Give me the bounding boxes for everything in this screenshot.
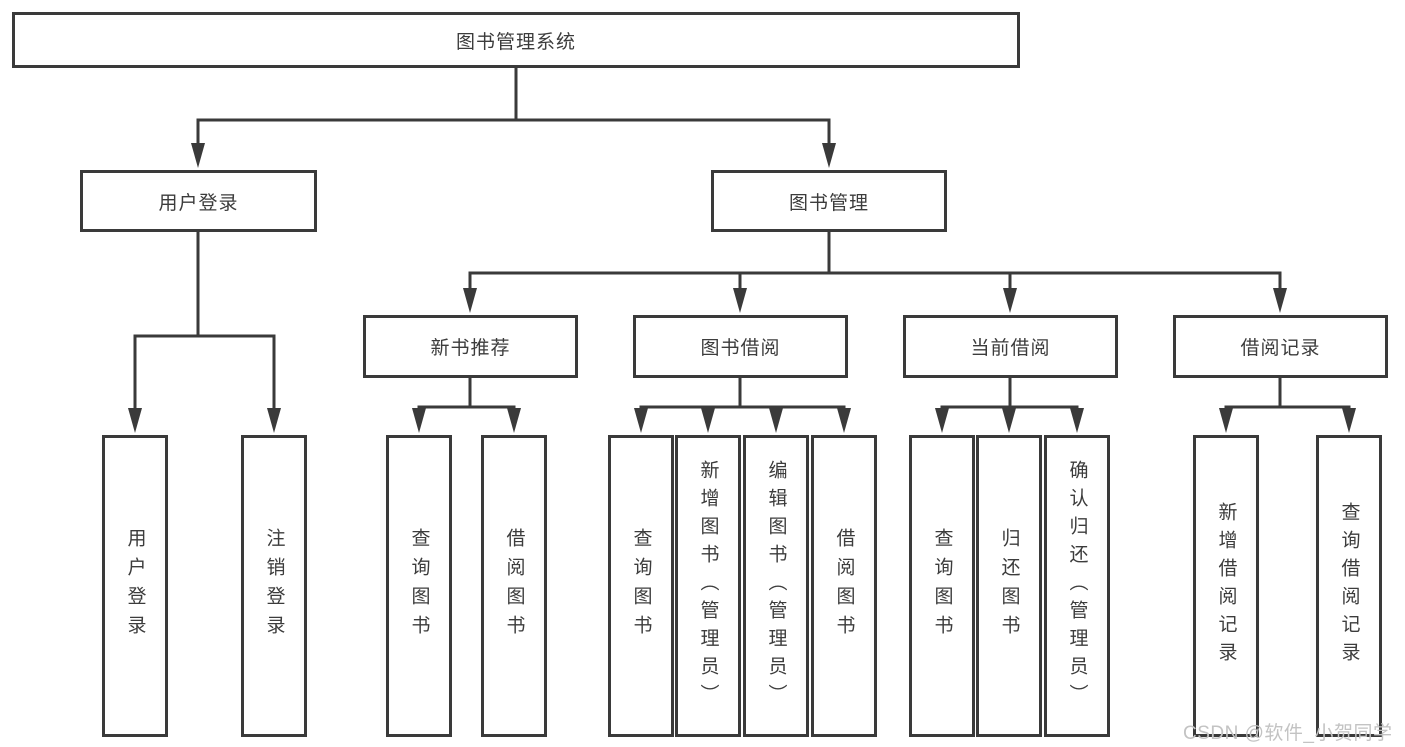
leaf-borrow-books: 借阅图书	[811, 435, 877, 737]
leaf-edit-books-admin: 编辑图书（管理员）	[743, 435, 809, 737]
node-library-management-system: 图书管理系统	[12, 12, 1020, 68]
leaf-borrow-books-recommend: 借阅图书	[481, 435, 547, 737]
node-user-login: 用户登录	[80, 170, 317, 232]
node-current-borrowing: 当前借阅	[903, 315, 1118, 378]
node-borrowing-records: 借阅记录	[1173, 315, 1388, 378]
leaf-query-books-recommend: 查询图书	[386, 435, 452, 737]
csdn-watermark: CSDN @软件_小贺同学	[1183, 723, 1393, 744]
leaf-query-books-current: 查询图书	[909, 435, 975, 737]
node-book-borrowing: 图书借阅	[633, 315, 848, 378]
leaf-query-borrow-record: 查询借阅记录	[1316, 435, 1382, 737]
leaf-confirm-return-admin: 确认归还（管理员）	[1044, 435, 1110, 737]
node-new-book-recommendation: 新书推荐	[363, 315, 578, 378]
leaf-user-login: 用户登录	[102, 435, 168, 737]
leaf-return-books: 归还图书	[976, 435, 1042, 737]
node-book-management: 图书管理	[711, 170, 947, 232]
leaf-logout: 注销登录	[241, 435, 307, 737]
leaf-query-books-borrow: 查询图书	[608, 435, 674, 737]
leaf-add-books-admin: 新增图书（管理员）	[675, 435, 741, 737]
leaf-add-borrow-record: 新增借阅记录	[1193, 435, 1259, 737]
